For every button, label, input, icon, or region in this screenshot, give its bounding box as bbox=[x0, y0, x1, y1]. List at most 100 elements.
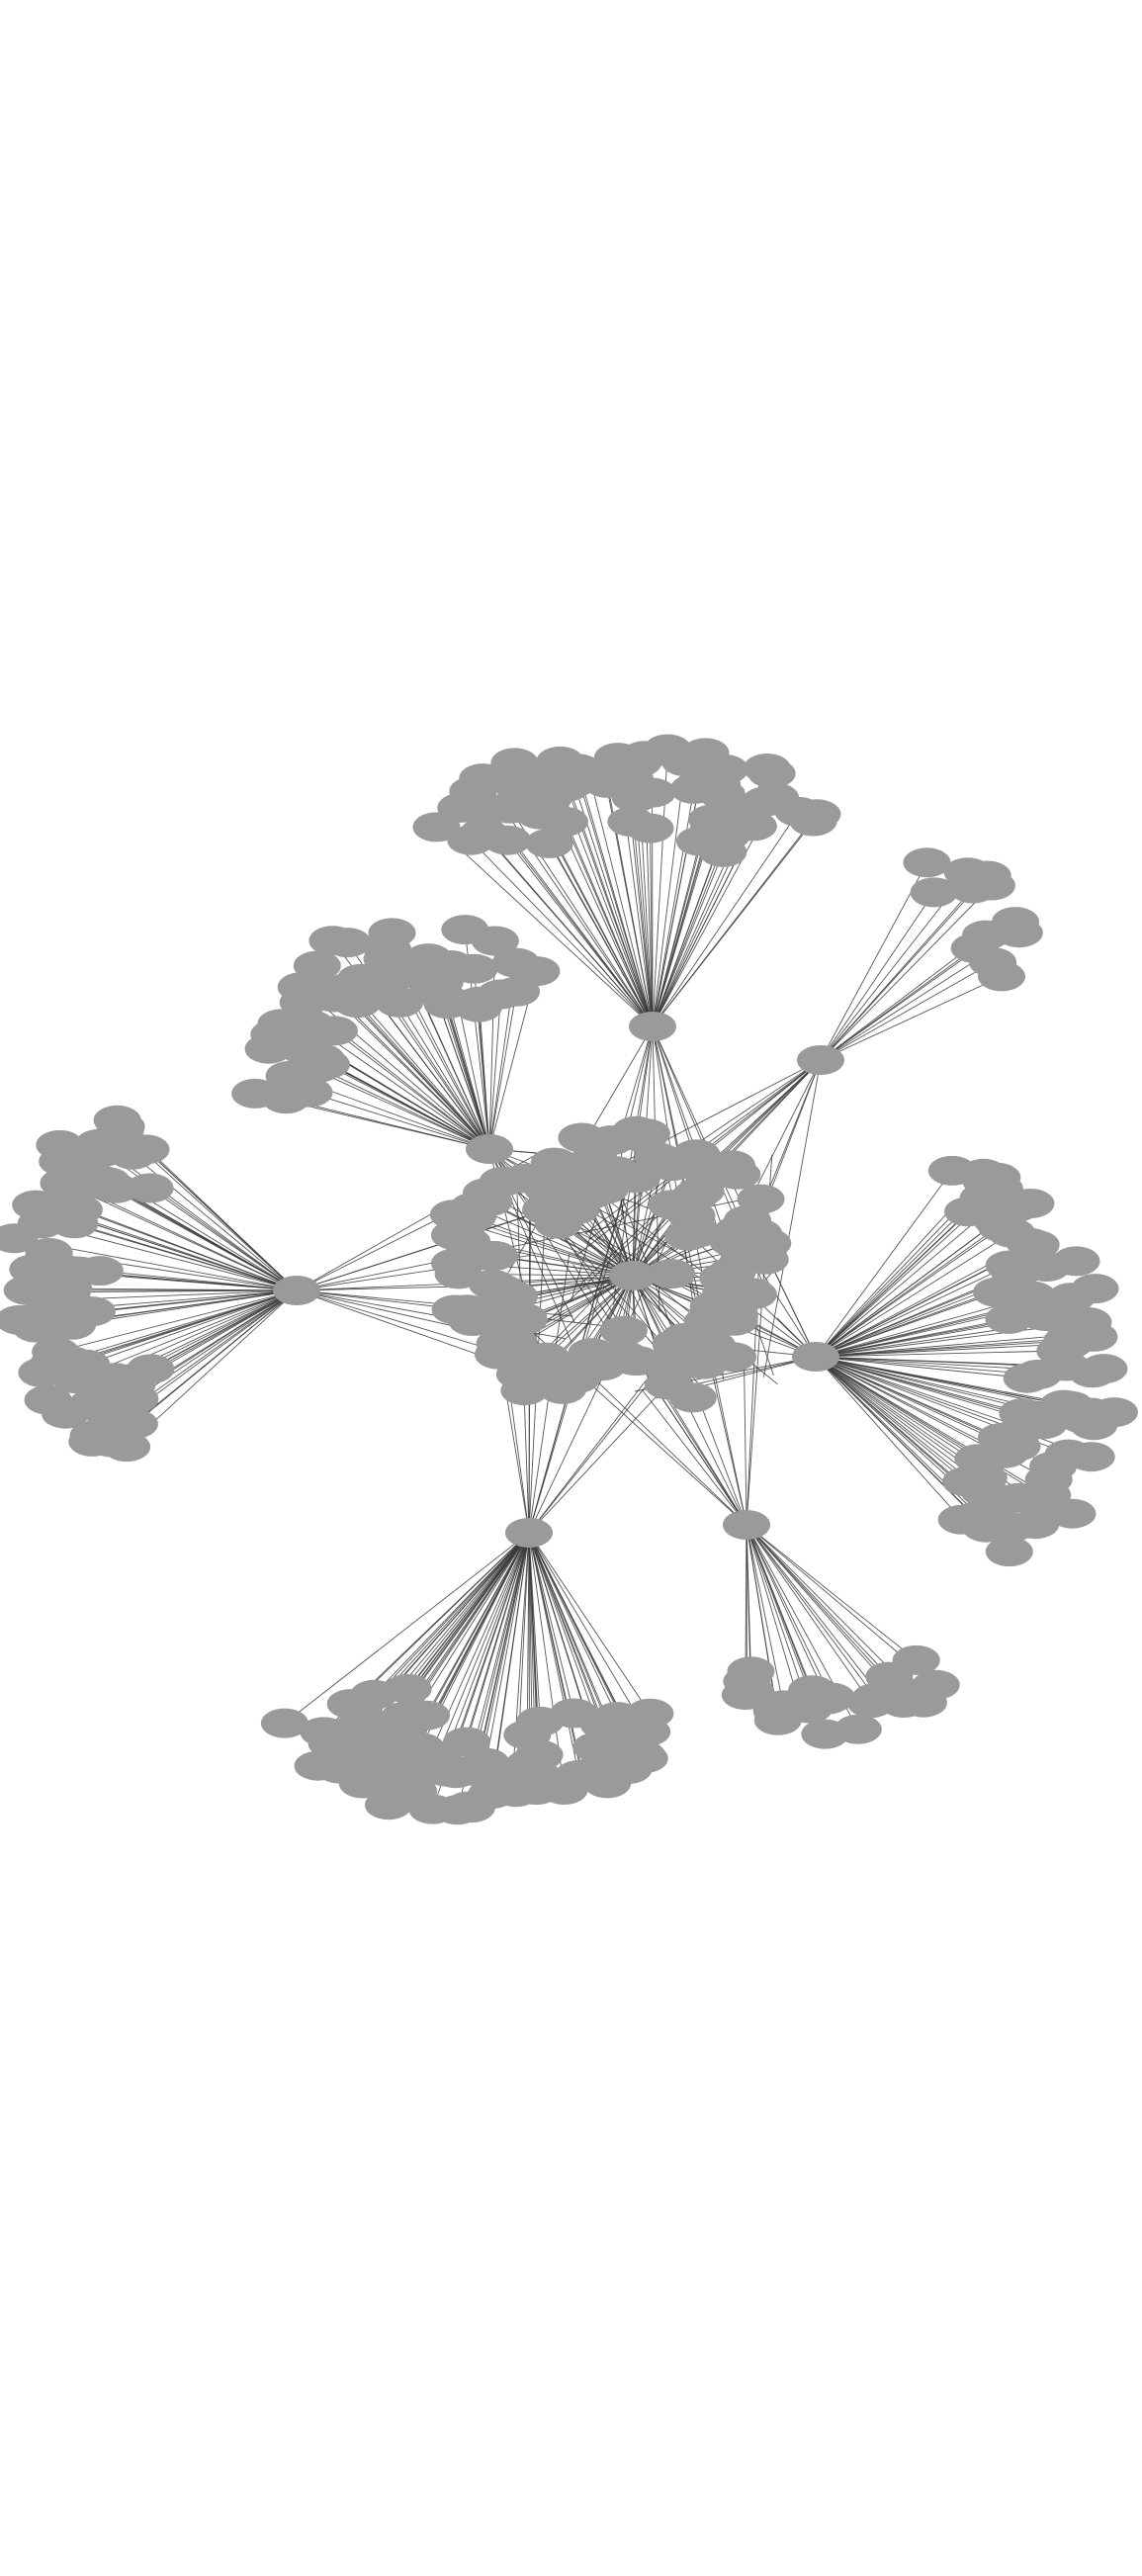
graph-edge bbox=[652, 851, 724, 1027]
graph-edge bbox=[588, 773, 654, 1027]
graph-edge bbox=[484, 1532, 530, 1763]
graph-node bbox=[483, 825, 532, 855]
graph-node bbox=[713, 1159, 761, 1190]
graph-node bbox=[32, 1337, 80, 1368]
graph-edges bbox=[14, 749, 1114, 1811]
graph-edge bbox=[746, 1524, 784, 1706]
graph-edge bbox=[446, 1004, 490, 1150]
graph-edge bbox=[99, 1270, 298, 1291]
graph-node bbox=[363, 933, 411, 964]
graph-hub-node-bottom-right-small bbox=[723, 1510, 770, 1540]
graph-edge bbox=[820, 885, 993, 1061]
graph-edge bbox=[576, 768, 654, 1027]
graph-edge bbox=[746, 1524, 876, 1699]
graph-edge bbox=[488, 994, 502, 1150]
graph-node bbox=[530, 1147, 578, 1178]
graph-node bbox=[626, 813, 674, 844]
graph-edge bbox=[652, 821, 814, 1027]
graph-edge bbox=[66, 1203, 298, 1291]
graph-node bbox=[455, 986, 503, 1017]
graph-node bbox=[459, 763, 507, 794]
graph-edge bbox=[74, 1222, 298, 1291]
graph-edge bbox=[373, 1532, 530, 1696]
graph-node bbox=[68, 1426, 117, 1457]
graph-node bbox=[231, 1078, 280, 1109]
graph-edge bbox=[528, 1532, 574, 1714]
graph-node bbox=[323, 928, 372, 958]
graph-hub-node-upper-left bbox=[466, 1134, 513, 1164]
graph-node bbox=[540, 806, 588, 837]
graph-edge bbox=[820, 875, 989, 1061]
graph-node bbox=[297, 1043, 345, 1074]
graph-node bbox=[599, 1315, 648, 1346]
graph-edge bbox=[115, 1188, 298, 1291]
graph-edge bbox=[815, 1356, 987, 1529]
graph-edge bbox=[470, 840, 654, 1027]
graph-edge bbox=[348, 987, 490, 1150]
graph-edge bbox=[815, 1170, 953, 1358]
graph-edge bbox=[652, 1025, 680, 1155]
graph-edge bbox=[815, 1350, 1061, 1358]
graph-node bbox=[471, 926, 519, 956]
graph-edge bbox=[528, 1532, 648, 1732]
graph-edge bbox=[746, 1524, 895, 1688]
graph-edge bbox=[815, 1232, 1012, 1358]
graph-node bbox=[1067, 1442, 1115, 1472]
graph-edge bbox=[301, 986, 490, 1150]
graph-edge bbox=[67, 1289, 298, 1300]
graph-node bbox=[522, 1342, 571, 1373]
graph-node bbox=[789, 806, 837, 837]
graph-edge bbox=[149, 1188, 298, 1291]
graph-node bbox=[294, 1750, 342, 1781]
graph-edge bbox=[815, 1356, 1006, 1455]
graph-node bbox=[25, 1238, 73, 1268]
graph-edge bbox=[560, 760, 654, 1027]
graph-node bbox=[293, 950, 341, 981]
graph-node bbox=[309, 1016, 358, 1046]
graph-node bbox=[492, 976, 541, 1007]
graph-hub-node-bottom bbox=[505, 1518, 553, 1548]
graph-node bbox=[36, 1129, 84, 1160]
graph-edge bbox=[642, 1389, 747, 1526]
graph-edge bbox=[528, 1532, 651, 1714]
graph-edge bbox=[86, 1289, 298, 1366]
graph-node bbox=[568, 1338, 616, 1369]
graph-edge bbox=[815, 1343, 1070, 1358]
graph-edge bbox=[820, 892, 934, 1061]
graph-node bbox=[673, 1217, 722, 1248]
graph-node bbox=[910, 877, 958, 908]
graph-edge bbox=[820, 862, 927, 1061]
graph-hub-node-right bbox=[792, 1342, 839, 1372]
graph-edge bbox=[652, 811, 799, 1027]
graph-node bbox=[593, 1702, 642, 1732]
graph-node bbox=[343, 1711, 392, 1741]
graph-node bbox=[475, 1339, 522, 1370]
graph-node bbox=[24, 1384, 72, 1415]
graph-node bbox=[628, 777, 676, 808]
graph-node bbox=[126, 1173, 174, 1203]
graph-edge bbox=[528, 1532, 584, 1777]
graph-node bbox=[676, 1176, 725, 1206]
graph-node bbox=[443, 1294, 491, 1325]
graph-edge bbox=[652, 788, 695, 1027]
graph-edge bbox=[746, 1524, 883, 1699]
graph-edge bbox=[145, 1149, 298, 1291]
graph-edge bbox=[815, 1356, 967, 1482]
graph-edge bbox=[589, 1374, 747, 1526]
graph-edge bbox=[528, 1532, 579, 1776]
graph-edge bbox=[820, 947, 975, 1061]
graph-edge bbox=[815, 1356, 1071, 1407]
graph-edge bbox=[746, 1524, 833, 1698]
graph-edge bbox=[815, 1356, 1039, 1376]
graph-node bbox=[648, 1259, 696, 1289]
graph-node bbox=[92, 1173, 139, 1203]
graph-edge bbox=[284, 1532, 530, 1724]
graph-edge bbox=[746, 1524, 917, 1661]
graph-node bbox=[942, 1466, 991, 1497]
graph-edge bbox=[746, 1524, 801, 1705]
graph-edge bbox=[746, 1524, 829, 1700]
graph-node bbox=[747, 758, 796, 789]
graph-edge bbox=[746, 1524, 872, 1704]
graph-edge bbox=[815, 1332, 1090, 1358]
graph-node bbox=[967, 870, 1015, 901]
